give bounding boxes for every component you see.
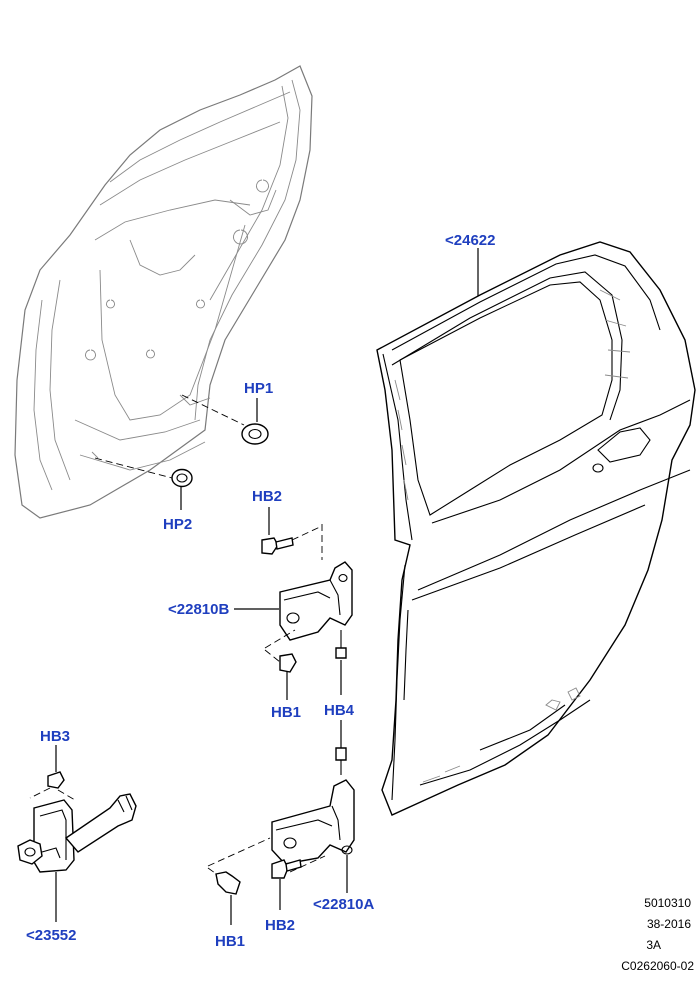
reference-line-3: 3A [646,938,661,952]
door-check-strap: HB3 <23552 [17,728,137,944]
callout-hb2-bottom: HB2 [265,917,295,934]
rear-door-outer: <24622 [376,232,696,816]
reference-line-1: 5010310 [644,896,691,910]
callout-hb1-mid: HB1 [271,704,301,721]
callout-hb2-top: HB2 [252,488,282,505]
callout-hb4: HB4 [324,702,355,719]
callout-hb1-bottom: HB1 [215,933,245,950]
hp2-plug: HP2 [94,457,193,533]
callout-22810b: <22810B [168,601,229,618]
callout-hp2: HP2 [163,516,192,533]
lower-hinge-assembly: <22810A HB1 HB2 [207,779,374,950]
inner-door-frame-ghost [14,65,313,519]
callout-24622: <24622 [445,232,495,249]
callout-22810a: <22810A [313,896,374,913]
callout-hb3: HB3 [40,728,70,745]
reference-line-2: 38-2016 [647,917,691,931]
upper-hinge-assembly: HB2 <22810B HB1 HB4 [168,488,355,775]
callout-23552: <23552 [26,927,76,944]
hp1-plug: HP1 [181,380,273,445]
reference-line-4: C0262060-02 [621,959,694,973]
callout-hp1: HP1 [244,380,273,397]
reference-block: 5010310 38-2016 3A C0262060-02 [621,896,694,973]
